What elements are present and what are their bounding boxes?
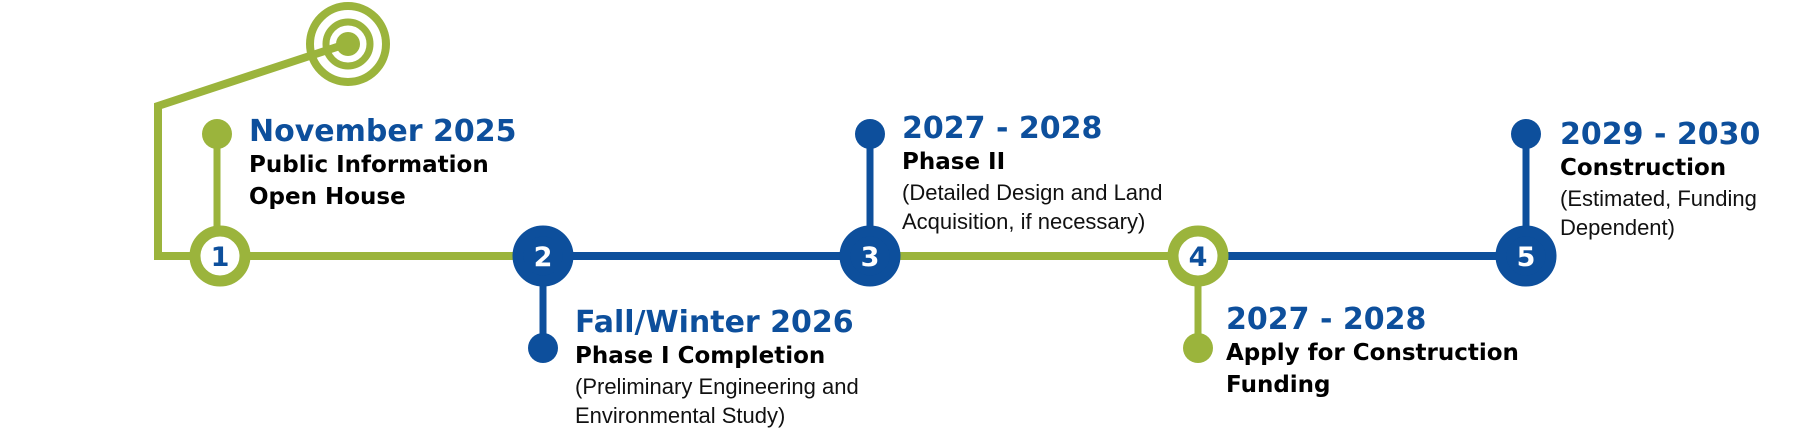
target-icon bbox=[306, 2, 390, 86]
milestone-note: (Preliminary Engineering and Environment… bbox=[575, 374, 859, 428]
node-1: 1 bbox=[189, 225, 251, 287]
start-connector bbox=[154, 40, 348, 260]
milestone-date: Fall/Winter 2026 bbox=[575, 305, 854, 340]
milestone-5: 2029 - 2030 Construction (Estimated, Fun… bbox=[1560, 118, 1760, 242]
svg-text:3: 3 bbox=[861, 242, 880, 273]
milestone-2: Fall/Winter 2026 Phase I Completion (Pre… bbox=[575, 306, 859, 430]
milestone-title: Apply for Construction Funding bbox=[1226, 340, 1519, 398]
milestone-date: 2027 - 2028 bbox=[902, 111, 1103, 146]
svg-text:1: 1 bbox=[211, 242, 230, 273]
milestone-title: Construction bbox=[1560, 155, 1727, 181]
milestone-date: 2027 - 2028 bbox=[1226, 302, 1427, 337]
milestone-date: 2029 - 2030 bbox=[1560, 117, 1761, 152]
milestone-3: 2027 - 2028 Phase II (Detailed Design an… bbox=[902, 112, 1163, 236]
svg-text:4: 4 bbox=[1189, 242, 1208, 273]
milestone-date: November 2025 bbox=[249, 114, 517, 149]
node-5: 5 bbox=[1495, 225, 1557, 287]
svg-text:2: 2 bbox=[534, 242, 553, 273]
milestone-4: 2027 - 2028 Apply for Construction Fundi… bbox=[1226, 303, 1519, 401]
node-3: 3 bbox=[839, 225, 901, 287]
milestone-title: Phase II bbox=[902, 149, 1006, 175]
svg-text:5: 5 bbox=[1517, 242, 1536, 273]
node-2: 2 bbox=[512, 225, 574, 287]
milestone-note: (Estimated, Funding Dependent) bbox=[1560, 186, 1757, 240]
milestone-note: (Detailed Design and Land Acquisition, i… bbox=[902, 180, 1163, 234]
milestone-1: November 2025 Public Information Open Ho… bbox=[249, 115, 516, 213]
milestone-title: Phase I Completion bbox=[575, 343, 826, 369]
milestone-title: Public Information Open House bbox=[249, 152, 489, 210]
node-4: 4 bbox=[1167, 225, 1229, 287]
